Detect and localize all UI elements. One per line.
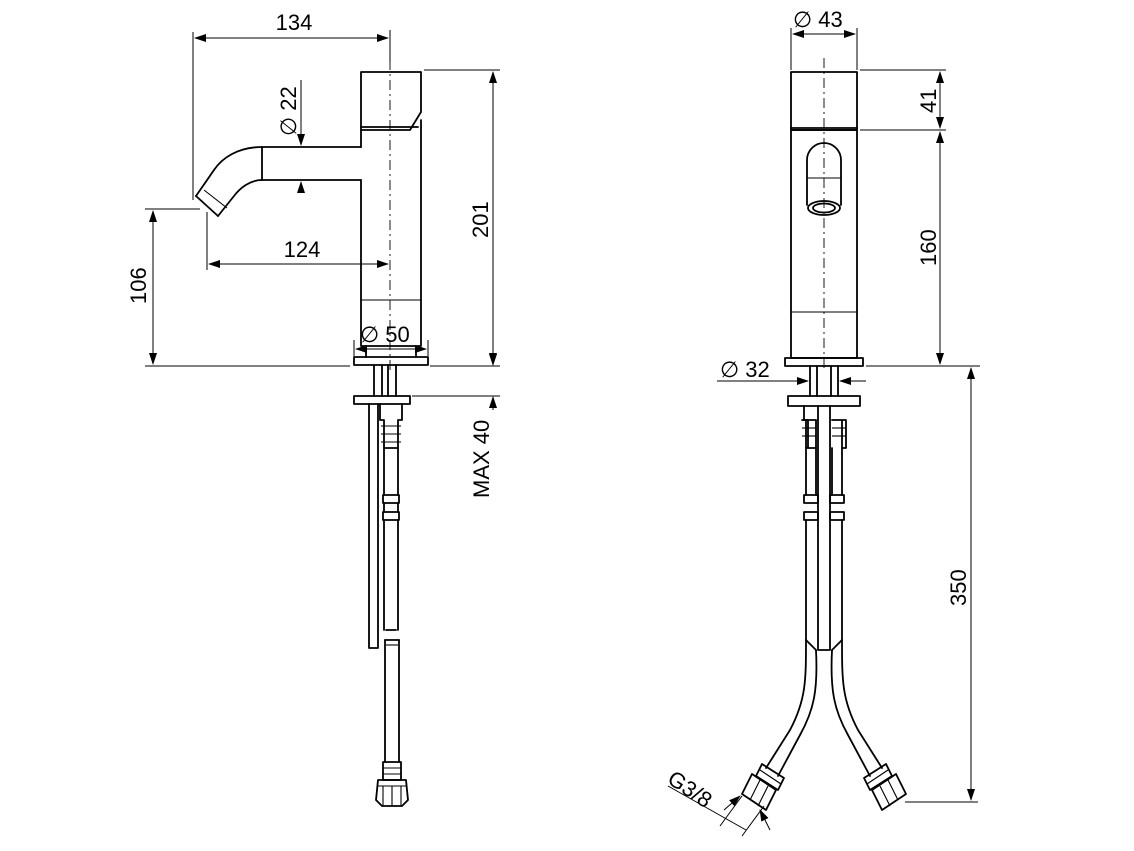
dim-body-height: 160 [866,131,980,367]
dim-reach-spout: 124 [206,212,389,270]
dim-hole-dia: ∅ 32 [717,357,866,385]
dim-total-height: 201 [424,69,500,367]
dim-max-deck: MAX 40 [412,352,500,498]
side-base [353,345,429,405]
dim-base-dia: ∅ 50 [353,322,429,356]
dim-cap-height: 41 [860,69,946,131]
dim-hose-length-label: 350 [946,569,971,606]
dim-hose-length: 350 [905,367,978,803]
side-spout [195,146,362,217]
front-view: ∅ 43 41 160 ∅ 32 350 [663,7,980,837]
dim-body-height-label: 160 [916,229,941,266]
dim-thread-label: G3/8 [663,765,717,812]
dim-base-dia-label: ∅ 50 [360,322,410,347]
dim-max-deck-label: MAX 40 [469,420,494,498]
dim-reach-total-label: 134 [276,10,313,35]
dim-hole-dia-label: ∅ 32 [720,357,770,382]
dim-reach-spout-label: 124 [284,237,321,262]
side-hoses [368,403,409,807]
dim-cap-height-label: 41 [916,89,941,113]
dim-total-height-label: 201 [468,201,493,238]
front-hoses [741,405,907,811]
dim-spout-dia: ∅ 22 [276,80,305,193]
dim-spout-height-label: 106 [126,267,151,304]
dim-spout-dia-label: ∅ 22 [276,86,301,136]
dim-body-dia: ∅ 43 [790,7,858,70]
front-body [790,58,858,372]
front-base [784,357,864,407]
dim-spout-height: 106 [126,208,350,367]
side-view: 134 ∅ 22 124 106 201 [126,10,500,807]
dim-body-dia-label: ∅ 43 [793,7,843,32]
dim-reach-total: 134 [192,10,391,200]
